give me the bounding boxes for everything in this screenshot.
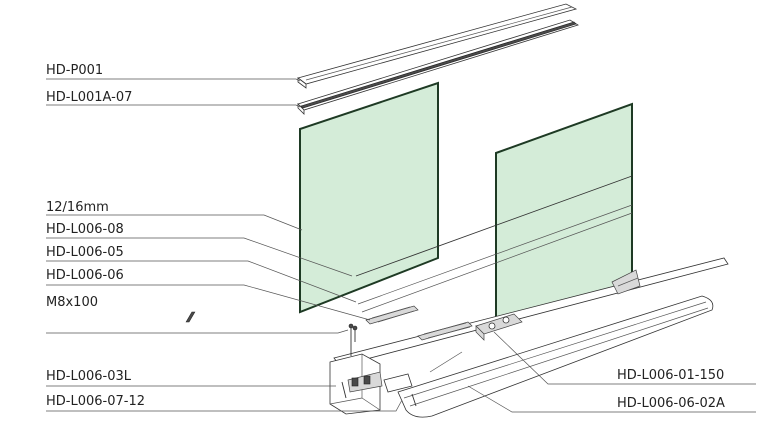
screw-set xyxy=(341,381,417,407)
top-rail-profile xyxy=(297,3,578,89)
label-m8x100: M8x100 xyxy=(46,295,98,310)
clamp-block xyxy=(475,313,523,341)
upper-track-rail xyxy=(297,19,579,115)
label-hd-l006-07-12: HD-L006-07-12 xyxy=(46,394,145,409)
label-hd-l006-08: HD-L006-08 xyxy=(46,222,124,237)
clamp-plate-right xyxy=(417,321,473,341)
label-hd-l001a-07: HD-L001A-07 xyxy=(46,90,132,105)
label-hd-l006-03l: HD-L006-03L xyxy=(46,369,132,384)
label-hd-l006-05: HD-L006-05 xyxy=(46,245,124,260)
label-glass-thickness: 12/16mm xyxy=(46,200,109,215)
label-hd-l006-01-150: HD-L006-01-150 xyxy=(617,368,724,383)
reference-line-lower xyxy=(357,204,633,305)
reference-line-upper xyxy=(355,175,633,277)
label-hd-l006-06-02a: HD-L006-06-02A xyxy=(617,396,725,411)
label-hd-l006-06: HD-L006-06 xyxy=(46,268,124,283)
leader-lines-left xyxy=(46,78,403,412)
leader-lines-right xyxy=(429,331,756,413)
bolt-set xyxy=(348,323,358,356)
foot-bracket-right xyxy=(611,269,641,295)
glass-panel-left-pane xyxy=(299,81,439,314)
reference-line-lower-2 xyxy=(361,212,633,313)
clamp-plate-left xyxy=(185,305,419,325)
end-cap-block xyxy=(347,371,413,393)
glass-panel-left xyxy=(299,81,439,314)
label-hd-p001: HD-P001 xyxy=(46,63,103,78)
